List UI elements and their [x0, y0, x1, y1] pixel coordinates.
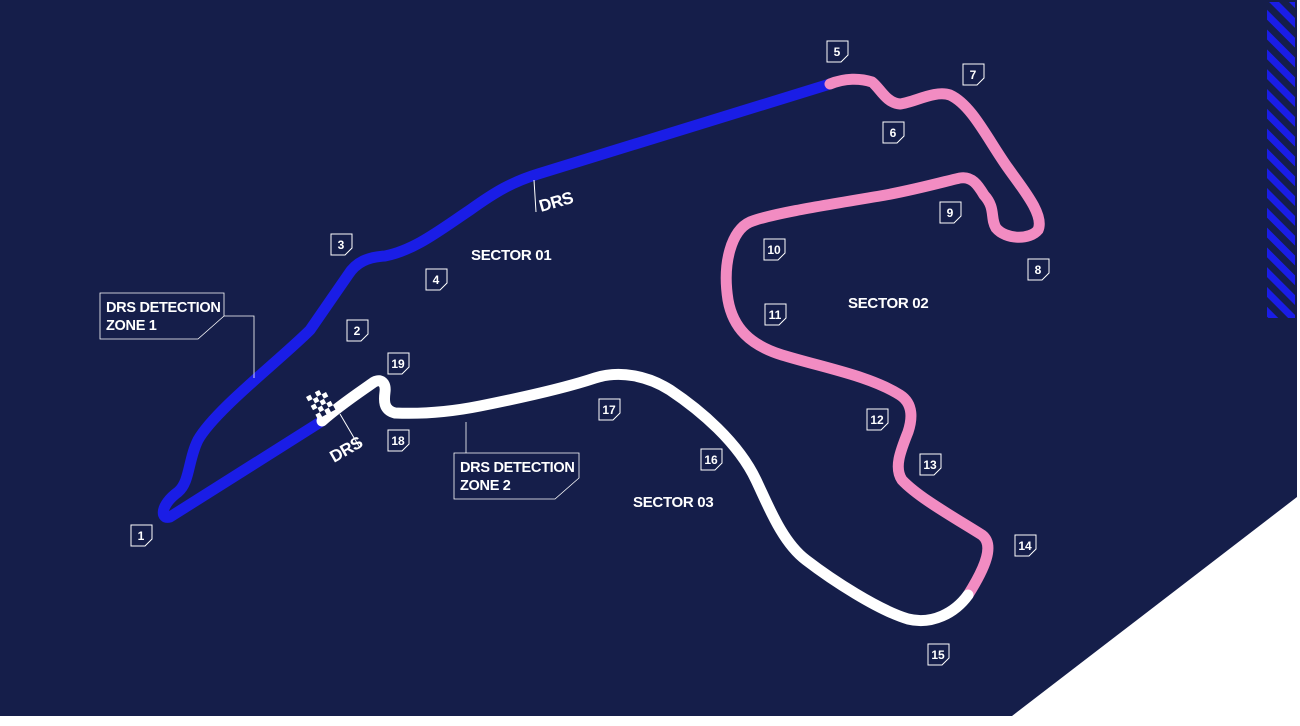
turn-number: 6 — [890, 126, 897, 140]
turn-marker-box — [763, 238, 786, 261]
turn-marker-7: 7 — [962, 63, 985, 86]
detection-zone-1-leader — [224, 315, 255, 378]
turn-marker-box — [927, 643, 950, 666]
turn-marker-box — [826, 40, 849, 63]
turn-number: 15 — [931, 648, 945, 662]
turn-marker-box — [919, 453, 942, 476]
detection-zone-1-line2: ZONE 1 — [106, 318, 157, 334]
drs-line-2 — [339, 413, 361, 449]
turn-marker-box — [1027, 258, 1050, 281]
turn-marker-box — [425, 268, 448, 291]
turn-marker-19: 19 — [387, 352, 410, 375]
turn-number: 7 — [970, 68, 977, 82]
turn-marker-16: 16 — [700, 448, 723, 471]
track-sector-1 — [157, 78, 836, 523]
turn-number: 14 — [1018, 539, 1032, 553]
turn-marker-13: 13 — [919, 453, 942, 476]
turn-number: 9 — [947, 206, 954, 220]
turn-marker-4: 4 — [425, 268, 448, 291]
turn-number: 13 — [923, 458, 937, 472]
turn-marker-1: 1 — [130, 524, 153, 547]
turn-marker-11: 11 — [764, 303, 787, 326]
sector-label-1: SECTOR 01 — [471, 247, 551, 264]
turn-number: 11 — [769, 308, 782, 322]
turn-marker-12: 12 — [866, 408, 889, 431]
turn-marker-box — [1014, 534, 1037, 557]
detection-zone-2-line1: DRS DETECTION — [460, 460, 575, 476]
turn-marker-3: 3 — [330, 233, 353, 256]
turn-marker-10: 10 — [763, 238, 786, 261]
detection-zone-2-line2: ZONE 2 — [460, 478, 511, 494]
track-sector-2 — [720, 73, 1045, 601]
detection-zone-1-box — [99, 292, 225, 340]
turn-marker-8: 8 — [1027, 258, 1050, 281]
striped-edge-decoration — [1267, 2, 1295, 318]
turn-number: 16 — [704, 453, 718, 467]
detection-zone-1-line1: DRS DETECTION — [106, 300, 221, 316]
drs-detection-zone-1: DRS DETECTION ZONE 1 — [99, 292, 255, 378]
turn-number: 8 — [1035, 263, 1042, 277]
turn-marker-14: 14 — [1014, 534, 1037, 557]
sector-label-2: SECTOR 02 — [848, 295, 928, 312]
turn-marker-5: 5 — [826, 40, 849, 63]
turn-number: 2 — [354, 324, 361, 338]
turn-number: 1 — [138, 529, 145, 543]
turn-marker-box — [700, 448, 723, 471]
turn-number: 3 — [338, 238, 345, 252]
turn-number: 12 — [870, 413, 884, 427]
turn-marker-box — [387, 352, 410, 375]
turn-number: 5 — [834, 45, 841, 59]
checkered-flag-icon — [306, 387, 336, 420]
turn-marker-box — [882, 121, 905, 144]
drs-detection-zone-2: DRS DETECTION ZONE 2 — [453, 422, 580, 500]
turn-number: 17 — [602, 403, 616, 417]
turn-marker-box — [346, 319, 369, 342]
turn-marker-box — [962, 63, 985, 86]
turn-number: 10 — [767, 243, 781, 257]
track-sector-3 — [316, 368, 974, 626]
turn-marker-box — [764, 303, 787, 326]
turn-marker-box — [866, 408, 889, 431]
turn-number: 19 — [391, 357, 405, 371]
turn-marker-box — [387, 429, 410, 452]
turn-marker-box — [598, 398, 621, 421]
sector-label-3: SECTOR 03 — [633, 494, 713, 511]
turn-marker-box — [130, 524, 153, 547]
turn-marker-2: 2 — [346, 319, 369, 342]
detection-zone-2-box — [453, 452, 580, 500]
turn-marker-18: 18 — [387, 429, 410, 452]
turn-marker-6: 6 — [882, 121, 905, 144]
turn-marker-17: 17 — [598, 398, 621, 421]
turn-number: 18 — [391, 434, 405, 448]
turn-marker-box — [939, 201, 962, 224]
turn-marker-box — [330, 233, 353, 256]
drs-line-1 — [533, 179, 537, 213]
turn-marker-15: 15 — [927, 643, 950, 666]
turn-number: 4 — [433, 273, 440, 287]
turn-marker-9: 9 — [939, 201, 962, 224]
